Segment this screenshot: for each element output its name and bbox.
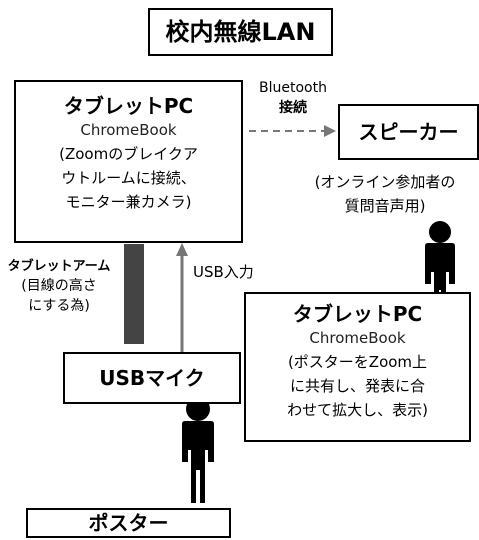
bluetooth-label-line1: Bluetooth — [259, 80, 327, 96]
tablet-arm-title: タブレットアーム — [7, 259, 111, 274]
poster-box: ポスター — [26, 508, 231, 538]
speaker-note: (オンライン参加者の 質問音声用) — [292, 170, 478, 218]
tablet-sub-desc-line: に共有し、発表に合 — [289, 377, 425, 395]
person-icon — [425, 221, 455, 320]
speaker-box: スピーカー — [338, 104, 479, 160]
tablet-main-model: ChromeBook — [80, 121, 177, 139]
title-box: 校内無線LAN — [148, 8, 333, 56]
usb-input-arrowhead — [176, 243, 188, 256]
tablet-sub-box: タブレットPC ChromeBook (ポスターをZoom上 に共有し、発表に合… — [244, 292, 471, 442]
tablet-arm-note-line: (目線の高さ — [21, 278, 97, 294]
tablet-sub-model: ChromeBook — [309, 329, 406, 347]
tablet-main-desc-line: (Zoomのブレイクア — [59, 145, 198, 163]
tablet-main-title: タブレットPC — [63, 94, 194, 118]
tablet-arm-note-line: にする為) — [28, 298, 90, 314]
usb-input-label: USB入力 — [193, 263, 254, 281]
bluetooth-label: Bluetooth 接続 — [248, 78, 338, 118]
speaker-note-line: 質問音声用) — [344, 197, 426, 215]
tablet-arm-label: タブレットアーム (目線の高さ にする為) — [0, 258, 118, 316]
presenter-person-icon — [182, 397, 214, 503]
tablet-arm-bar — [124, 244, 144, 344]
speaker-label: スピーカー — [358, 120, 459, 144]
usb-mic-box: USBマイク — [63, 352, 241, 404]
bluetooth-arrowhead — [324, 125, 336, 137]
tablet-sub-desc-line: (ポスターをZoom上 — [287, 353, 428, 371]
tablet-sub-title: タブレットPC — [292, 302, 423, 326]
bluetooth-label-line2: 接続 — [279, 100, 307, 116]
tablet-main-desc-line: ウトルームに接続、 — [61, 169, 196, 187]
tablet-sub-desc-line: わせて拡大し、表示) — [287, 401, 428, 419]
usb-mic-label: USBマイク — [99, 366, 205, 390]
tablet-main-box: タブレットPC ChromeBook (Zoomのブレイクア ウトルームに接続、… — [14, 80, 243, 243]
tablet-main-desc-line: モニター兼カメラ) — [65, 193, 192, 211]
poster-label: ポスター — [88, 511, 169, 535]
speaker-note-line: (オンライン参加者の — [314, 173, 456, 191]
page-title: 校内無線LAN — [165, 18, 316, 46]
